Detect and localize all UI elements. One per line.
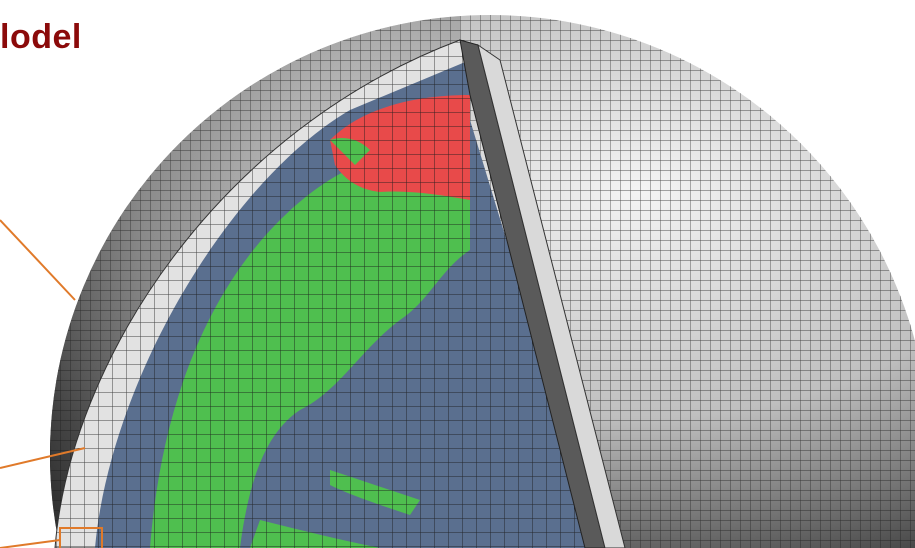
callout-line-middle bbox=[0, 447, 86, 469]
callout-line-top bbox=[0, 219, 76, 301]
callout-line-bottom bbox=[0, 539, 61, 548]
callout-lines bbox=[0, 219, 103, 548]
callout-highlight-box bbox=[59, 527, 103, 548]
page-title: lodel bbox=[0, 18, 82, 56]
